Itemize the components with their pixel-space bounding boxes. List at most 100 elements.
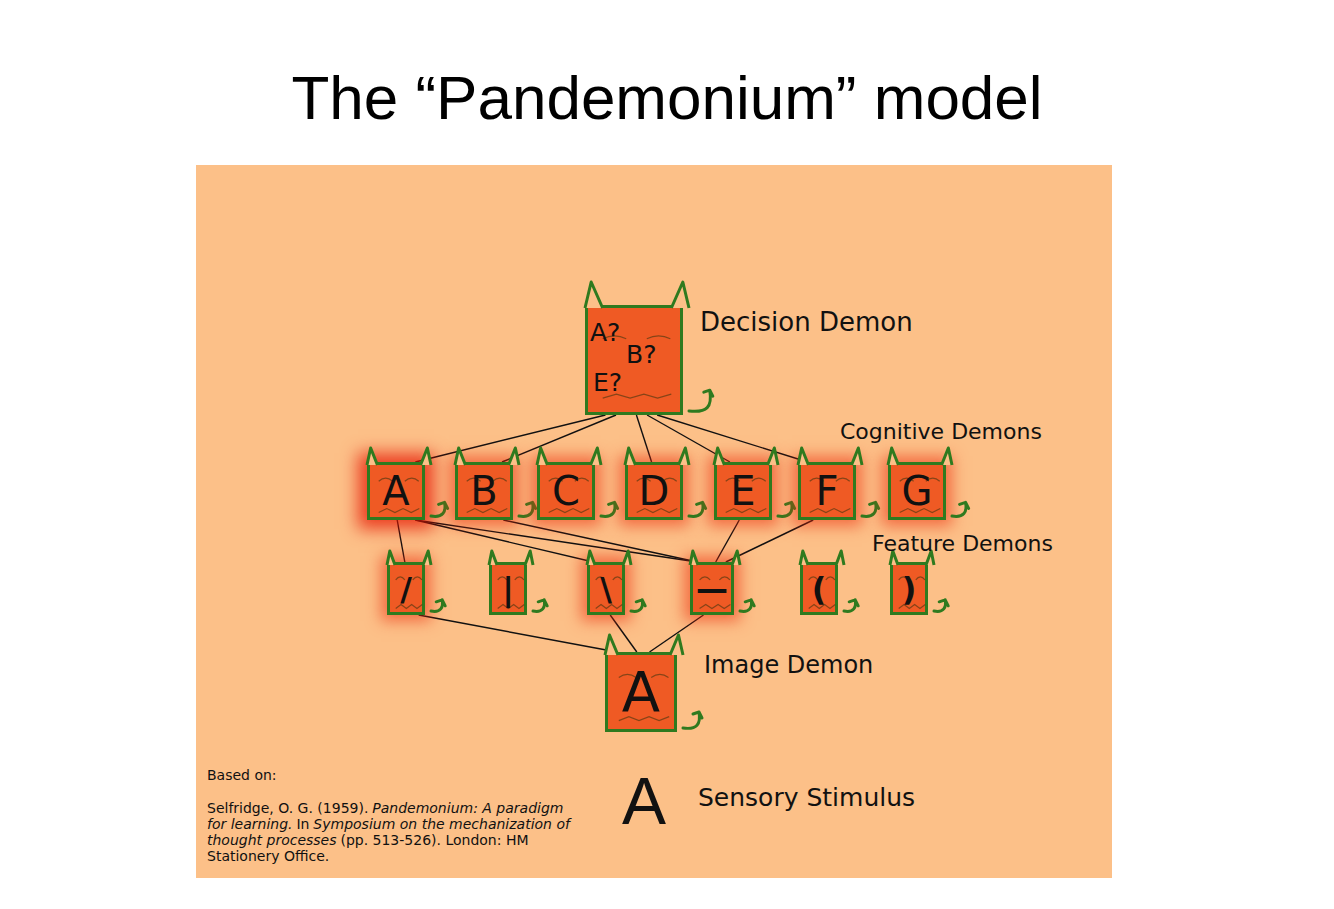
feature-demon: ( bbox=[800, 562, 838, 615]
demon-letter: | bbox=[502, 573, 514, 605]
cognitive-demon: G bbox=[888, 462, 946, 520]
demon-tail bbox=[431, 600, 445, 612]
demon-mouth bbox=[467, 509, 508, 513]
demon-horns-tail bbox=[577, 548, 665, 629]
left-horn bbox=[367, 448, 377, 465]
question-mark-label: E? bbox=[593, 370, 622, 395]
demon-letter: / bbox=[400, 573, 412, 605]
feature-demon: | bbox=[489, 562, 527, 615]
right-horn bbox=[421, 448, 431, 465]
demon-mouth bbox=[498, 604, 525, 608]
demon-letter: D bbox=[639, 471, 670, 511]
feature-demon: \ bbox=[587, 562, 625, 615]
demon-tail bbox=[689, 390, 713, 411]
left-horn bbox=[605, 635, 618, 655]
left-horn bbox=[625, 448, 635, 465]
demon-mouth bbox=[899, 604, 926, 608]
demon-mouth bbox=[900, 509, 941, 513]
decision-demon: A?B?E? bbox=[585, 305, 683, 415]
demon-eyes bbox=[467, 478, 507, 481]
demon-tail bbox=[740, 600, 754, 612]
left-horn bbox=[455, 448, 465, 465]
demon-letter: — bbox=[696, 573, 728, 605]
connector-line bbox=[415, 415, 605, 462]
cognitive-demon: D bbox=[625, 462, 683, 520]
demon-letter: C bbox=[552, 471, 580, 511]
demon-eyes bbox=[726, 478, 766, 481]
left-horn bbox=[798, 448, 808, 465]
right-horn bbox=[732, 551, 740, 565]
connector-line bbox=[415, 520, 593, 562]
demon-letter: A bbox=[622, 664, 660, 720]
demon-horns-tail bbox=[527, 445, 635, 534]
demon-parts bbox=[585, 282, 713, 411]
demon-horns-tail bbox=[790, 548, 878, 629]
demon-parts bbox=[537, 448, 618, 516]
right-horn bbox=[623, 551, 631, 565]
demon-eyes bbox=[603, 336, 671, 339]
demon-horns-tail bbox=[788, 445, 896, 534]
demon-mouth bbox=[637, 509, 678, 513]
left-horn bbox=[690, 551, 698, 565]
demon-letter: F bbox=[815, 471, 838, 511]
demon-horns-tail bbox=[479, 548, 567, 629]
left-horn bbox=[587, 551, 595, 565]
layer-label: Image Demon bbox=[704, 652, 873, 678]
left-horn bbox=[888, 448, 898, 465]
feature-demon: ) bbox=[890, 562, 928, 615]
demon-tail bbox=[431, 502, 448, 516]
demon-tail bbox=[862, 502, 879, 516]
connector-line bbox=[610, 615, 637, 652]
connector-line bbox=[657, 415, 808, 462]
demon-tail bbox=[631, 600, 645, 612]
connector-line bbox=[415, 520, 697, 562]
demon-mouth bbox=[396, 604, 423, 608]
citation: Selfridge, O. G. (1959).Pandemonium: A p… bbox=[207, 800, 577, 864]
cognitive-demon: A bbox=[367, 462, 425, 520]
demon-parts bbox=[890, 551, 948, 611]
demon-eyes bbox=[700, 577, 730, 580]
right-horn bbox=[671, 282, 689, 308]
demon-parts bbox=[387, 551, 445, 611]
demon-horns-tail bbox=[704, 445, 812, 534]
demon-eyes bbox=[899, 577, 925, 580]
connector-line bbox=[647, 415, 730, 462]
demon-parts bbox=[714, 448, 795, 516]
right-horn bbox=[768, 448, 778, 465]
connector-line bbox=[650, 615, 704, 652]
demon-eyes bbox=[637, 478, 677, 481]
demon-mouth bbox=[603, 394, 672, 398]
citation-text: In bbox=[296, 816, 309, 832]
left-horn bbox=[585, 282, 603, 308]
demon-tail bbox=[952, 502, 969, 516]
demon-letter: A bbox=[382, 471, 409, 511]
layer-label: Feature Demons bbox=[872, 532, 1053, 556]
feature-demon: / bbox=[387, 562, 425, 615]
connector-line bbox=[502, 415, 616, 462]
demon-eyes bbox=[379, 478, 419, 481]
demon-mouth bbox=[549, 509, 590, 513]
connector-line bbox=[636, 415, 651, 462]
demon-mouth bbox=[596, 604, 623, 608]
demon-parts bbox=[800, 551, 858, 611]
demon-parts bbox=[690, 551, 754, 611]
cognitive-demon: F bbox=[798, 462, 856, 520]
demon-parts bbox=[798, 448, 879, 516]
demon-tail bbox=[778, 502, 795, 516]
demon-tail bbox=[844, 600, 858, 612]
demon-eyes bbox=[498, 577, 524, 580]
connector-line bbox=[726, 520, 813, 562]
demon-eyes bbox=[810, 478, 850, 481]
layer-label: Decision Demon bbox=[700, 308, 913, 337]
demon-mouth bbox=[810, 509, 851, 513]
demon-parts bbox=[888, 448, 969, 516]
feature-demon: — bbox=[690, 562, 734, 615]
demon-eyes bbox=[396, 577, 422, 580]
left-horn bbox=[537, 448, 547, 465]
connector-line bbox=[419, 615, 617, 652]
left-horn bbox=[387, 551, 395, 565]
demon-parts bbox=[455, 448, 536, 516]
demon-parts bbox=[489, 551, 547, 611]
demon-horns-tail bbox=[880, 548, 968, 629]
